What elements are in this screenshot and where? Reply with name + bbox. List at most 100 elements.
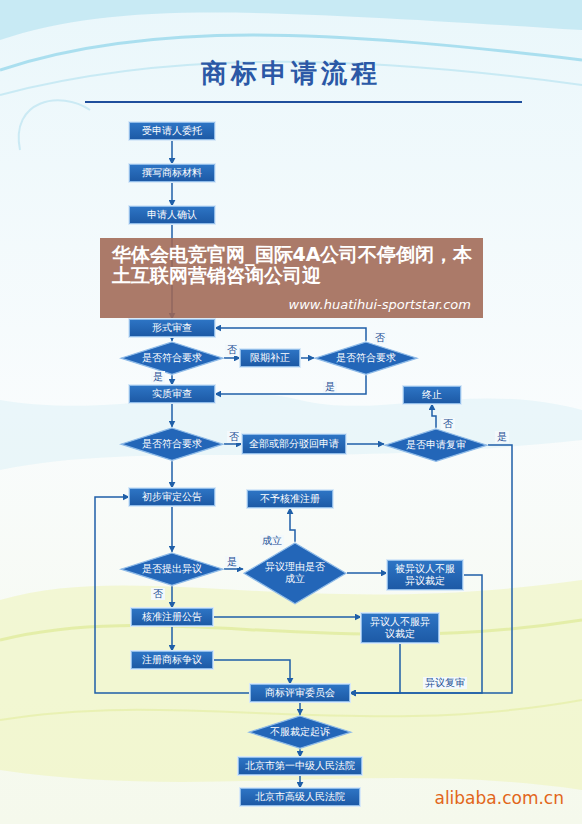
flow-arrow [213,660,290,684]
flow-arrow [224,443,242,445]
node-label: 注册商标争议 [142,654,202,666]
flow-arrow [171,626,173,651]
diamond-shape [244,543,346,604]
diamond-shape [315,342,417,374]
text-stack: 是否符合要求 [142,438,202,450]
process-box: 不予核准注册 [247,490,333,508]
node-label: 是否提出异议 [142,563,202,575]
node-label: 异议人不服异议裁定 [369,616,431,640]
flow-arrow [347,572,387,574]
edge-label: 是 [323,381,337,393]
text-stack: 是否申请复审 [406,439,466,451]
text-stack: 申请人确认 [147,209,197,221]
node-label: 被异议人不服异议裁定 [394,563,456,587]
edge-label: 异议复审 [423,677,467,689]
decision-diamond: 是否申请复审 [384,428,488,462]
decision-diamond: 是否符合要求 [120,427,224,461]
flow-arrow [224,568,243,570]
node-label: 终止 [422,389,442,401]
text-stack: 实质审查 [152,388,192,400]
flow-arrow [95,497,250,693]
flow-arrow [432,404,436,428]
node-label: 形式审查 [152,322,192,334]
watermark-text: alibaba.com.cn [434,788,564,808]
text-stack: 终止 [422,389,442,401]
node-label: 撰写商标材料 [142,167,202,179]
edge-label: 否 [225,344,239,356]
flow-arrow [224,357,240,359]
node-label: 不服裁定起诉 [270,726,330,738]
edge-label: 否 [441,418,455,430]
flow-arrow [215,328,366,341]
text-stack: 异议理由是否成立 [265,561,325,585]
process-box: 撰写商标材料 [129,164,215,182]
node-label: 是否申请复审 [406,439,466,451]
text-stack: 注册商标争议 [142,654,202,666]
process-box: 商标评审委员会 [250,684,350,702]
decision-diamond: 是否符合要求 [120,341,224,375]
text-stack: 北京市第一中级人民法院 [245,760,355,772]
text-stack: 受申请人委托 [142,125,202,137]
flow-arrow [213,616,361,618]
node-label: 实质审查 [152,388,192,400]
process-box: 北京市第一中级人民法院 [238,757,362,775]
watermark-banner: 华体会电竞官网_国际4A公司不停倒闭，本土互联网营销咨询公司迎www.huati… [100,238,483,318]
flow-arrow [171,403,173,427]
node-label: 初步审定公告 [142,491,202,503]
node-label: 是否符合要求 [336,352,396,364]
edge-label: 是 [495,431,509,443]
node-label: 是否符合要求 [142,352,202,364]
text-stack: 全部或部分驳回申请 [249,438,339,450]
node-label: 不予核准注册 [260,493,320,505]
node-label: 限期补正 [250,352,290,364]
flow-arrow [300,357,314,359]
decision-diamond: 不服裁定起诉 [248,715,352,749]
text-stack: 被异议人不服异议裁定 [394,563,456,587]
edge-label: 是 [225,556,239,568]
flow-arrow [350,445,512,693]
process-box: 终止 [403,386,461,404]
flow-arrow [171,182,173,206]
edge-label: 否 [227,431,241,443]
flow-arrow [171,337,173,341]
flow-arrow [350,575,482,693]
process-box: 受申请人委托 [129,122,215,140]
flow-arrow [350,643,400,693]
diamond-shape [121,342,223,374]
flow-arrow [171,375,173,385]
process-box: 形式审查 [129,319,215,337]
process-box: 申请人确认 [129,206,215,224]
text-stack: 异议人不服异议裁定 [369,616,431,640]
process-box: 异议人不服异议裁定 [361,613,439,643]
process-box: 初步审定公告 [129,488,215,506]
watermark-url: www.huatihui-sportstar.com [289,298,471,312]
edge-label: 否 [373,332,387,344]
node-label: 是否符合要求 [142,438,202,450]
process-box: 实质审查 [129,385,215,403]
node-label: 申请人确认 [147,209,197,221]
node-label: 全部或部分驳回申请 [249,438,339,450]
text-stack: 是否符合要求 [142,352,202,364]
node-label: 异议理由是否成立 [265,561,325,585]
diagram-title: 商标申请流程 [0,56,582,91]
edge-label: 成立 [260,535,284,547]
text-stack: 是否符合要求 [336,352,396,364]
flow-arrow [299,775,301,788]
flow-arrow [215,375,366,394]
flow-arrow [299,702,301,715]
decision-diamond: 是否提出异议 [120,552,224,586]
node-label: 北京市高级人民法院 [255,791,345,803]
process-box: 注册商标争议 [131,651,213,669]
node-label: 受申请人委托 [142,125,202,137]
text-stack: 不予核准注册 [260,493,320,505]
edge-label: 是 [151,371,165,383]
flow-arrow [290,508,295,542]
process-box: 核准注册公告 [131,608,213,626]
text-stack: 是否提出异议 [142,563,202,575]
process-box: 北京市高级人民法院 [240,788,360,806]
text-stack: 撰写商标材料 [142,167,202,179]
flow-arrow [171,506,173,552]
text-stack: 北京市高级人民法院 [255,791,345,803]
node-label: 北京市第一中级人民法院 [245,760,355,772]
